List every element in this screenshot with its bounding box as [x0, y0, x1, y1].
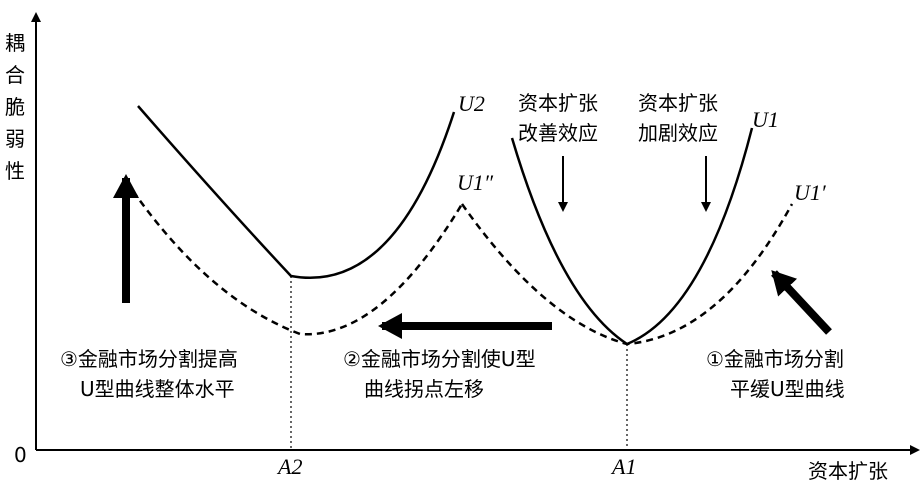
improve-effect-line1: 资本扩张 — [518, 91, 598, 115]
curve-u1 — [510, 127, 754, 346]
y-axis-label-char: 弱 — [5, 127, 25, 151]
aggravate-effect-line2: 加剧效应 — [638, 121, 718, 145]
flatten-arrow — [771, 270, 832, 335]
curve-u1-double-prime-label: U1″ — [457, 170, 494, 195]
curve-u1-double-prime — [131, 190, 464, 336]
note2-line1: ②金融市场分割使U型 — [343, 347, 536, 371]
note3-line1: ③金融市场分割提高 — [60, 347, 238, 371]
note3-line2: U型曲线整体水平 — [80, 377, 235, 401]
curve-u2-label: U2 — [458, 91, 485, 116]
y-axis-label-char: 耦 — [5, 31, 25, 55]
point-a2-label: A2 — [276, 454, 302, 479]
y-axis-label-char: 脆 — [5, 95, 25, 119]
improve-effect-line2: 改善效应 — [518, 121, 598, 145]
aggravate-effect-line1: 资本扩张 — [638, 91, 718, 115]
curve-u1-label: U1 — [752, 107, 779, 132]
curve-u1-prime-label: U1′ — [794, 180, 827, 205]
curve-u2 — [137, 105, 456, 279]
note2-line2: 曲线拐点左移 — [364, 377, 484, 401]
note1-line2: 平缓U型曲线 — [730, 377, 845, 401]
x-axis-label: 资本扩张 — [808, 459, 888, 483]
y-axis-label-char: 性 — [5, 159, 25, 183]
note1-line1: ①金融市场分割 — [706, 347, 844, 371]
origin-label: 0 — [14, 443, 27, 467]
point-a1-label: A1 — [610, 454, 636, 479]
y-axis-label-char: 合 — [5, 63, 25, 87]
